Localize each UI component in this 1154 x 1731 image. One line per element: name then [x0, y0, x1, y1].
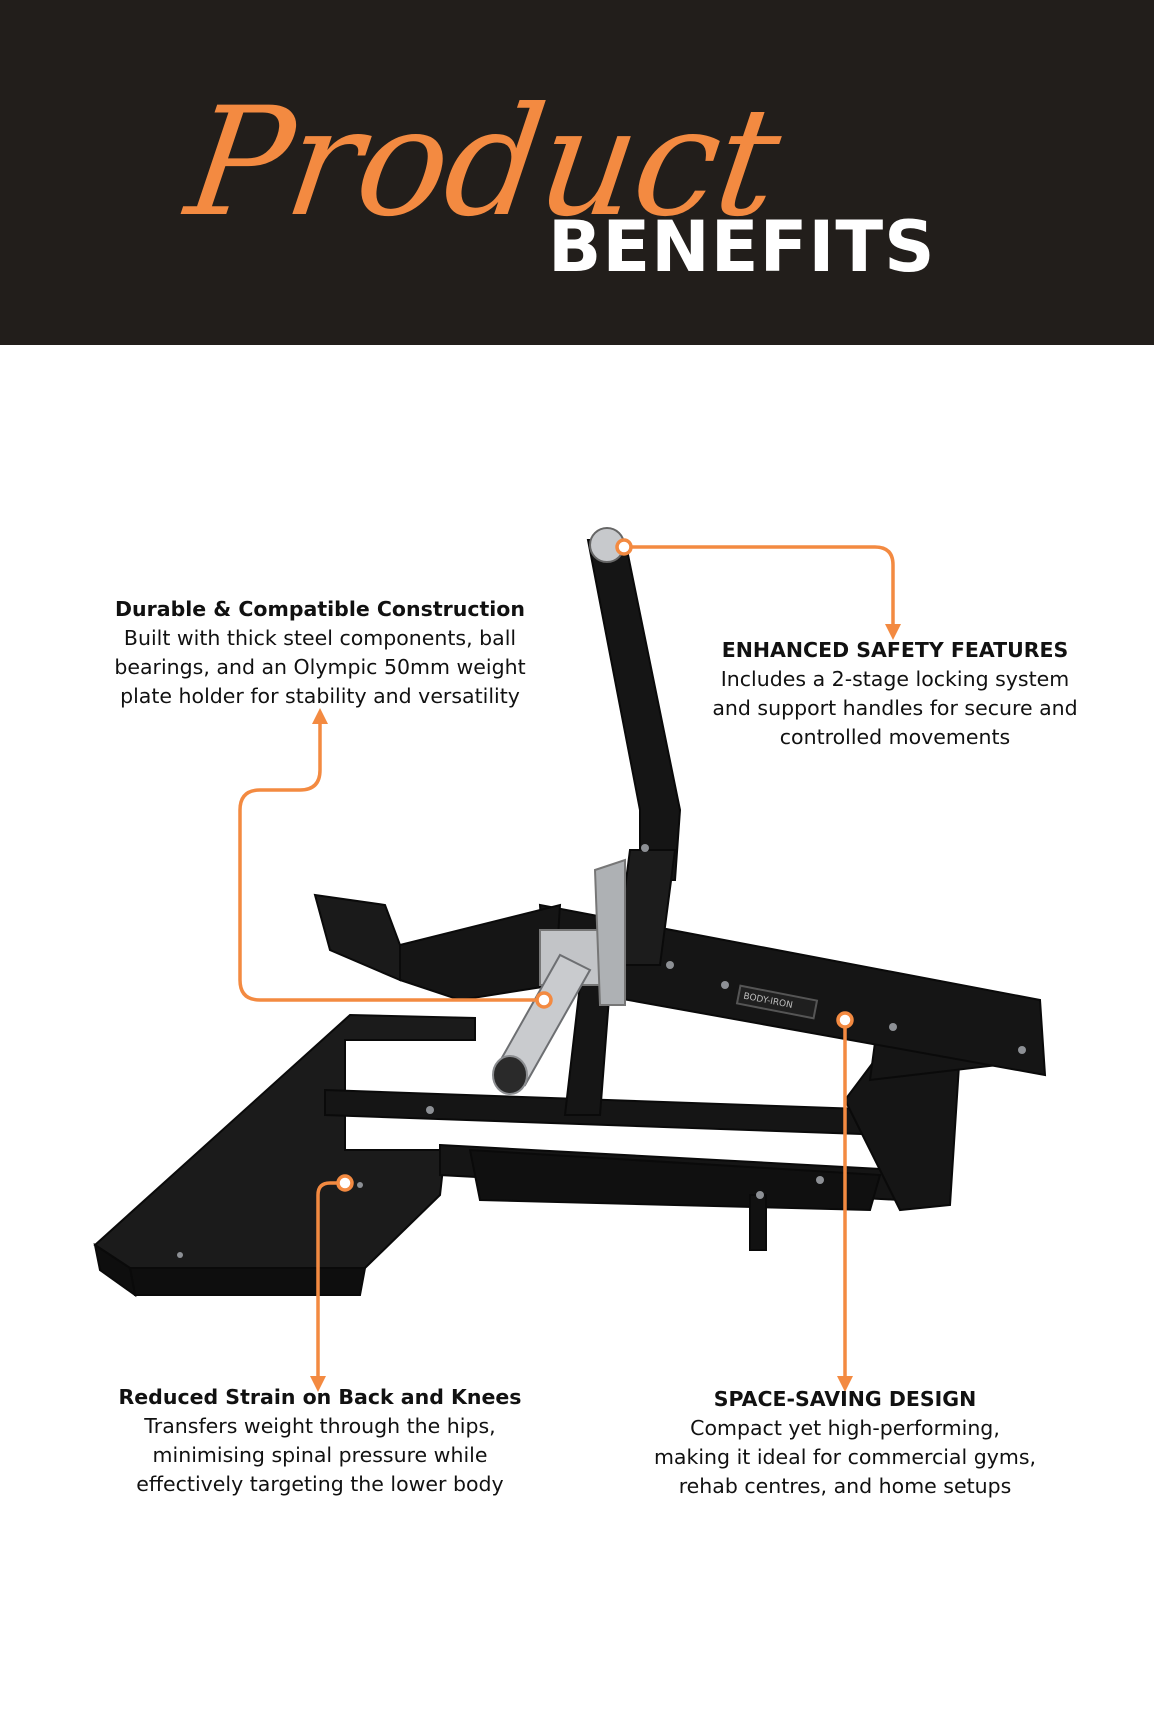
- callout-connectors: [238, 538, 901, 1392]
- space-line: rehab centres, and home setups: [678, 1474, 1012, 1498]
- strain-line: Transfers weight through the hips,: [144, 1414, 496, 1438]
- construction-title: Durable & Compatible Construction: [115, 597, 525, 621]
- construction-line: Built with thick steel components, ball: [123, 626, 517, 650]
- header-bold-title: BENEFITS: [548, 206, 936, 288]
- safety-line: and support handles for secure and: [712, 696, 1078, 720]
- strain-line: minimising spinal pressure while: [152, 1443, 488, 1467]
- space-title: SPACE-SAVING DESIGN: [713, 1387, 977, 1411]
- callout-strain: Reduced Strain on Back and Knees Transfe…: [110, 1383, 530, 1499]
- callout-construction: Durable & Compatible Construction Built …: [110, 595, 530, 711]
- construction-line: bearings, and an Olympic 50mm weight: [114, 655, 526, 679]
- hip-thrust-machine: [93, 527, 1047, 1298]
- safety-line: Includes a 2-stage locking system: [720, 667, 1070, 691]
- safety-line: controlled movements: [779, 725, 1011, 749]
- callout-space: SPACE-SAVING DESIGN Compact yet high-per…: [635, 1385, 1055, 1501]
- space-line: Compact yet high-performing,: [690, 1416, 1000, 1440]
- safety-title: ENHANCED SAFETY FEATURES: [721, 638, 1069, 662]
- construction-line: plate holder for stability and versatili…: [120, 684, 520, 708]
- header-banner: Product BENEFITS: [0, 0, 1154, 345]
- strain-title: Reduced Strain on Back and Knees: [118, 1385, 522, 1409]
- space-line: making it ideal for commercial gyms,: [653, 1445, 1037, 1469]
- strain-line: effectively targeting the lower body: [136, 1472, 504, 1496]
- callout-safety: ENHANCED SAFETY FEATURES Includes a 2-st…: [690, 636, 1100, 752]
